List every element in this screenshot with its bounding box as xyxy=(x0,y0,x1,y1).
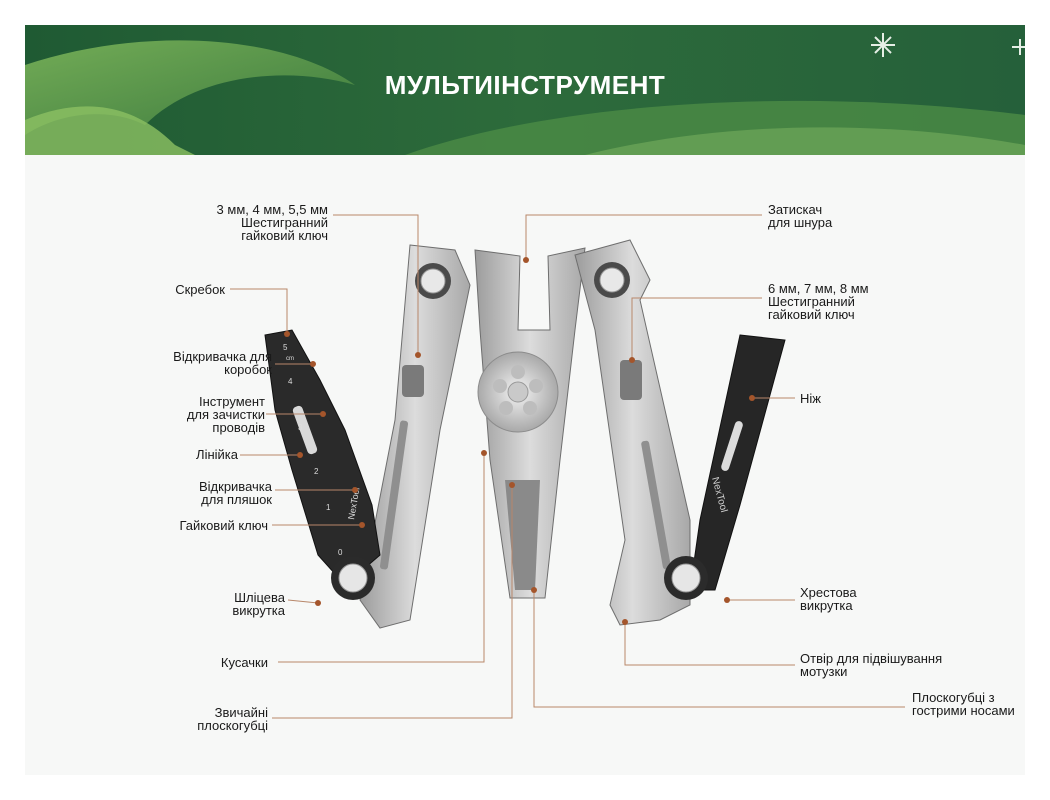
label-wire-cutters: Кусачки xyxy=(220,655,268,670)
ruler-mark: 2 xyxy=(314,467,319,476)
ruler-mark: 3 xyxy=(298,423,303,432)
label-scraper: Скребок xyxy=(175,282,225,297)
ruler-mark: 5 xyxy=(283,343,288,352)
ruler-unit: cm xyxy=(286,356,294,362)
ruler-mark: 1 xyxy=(326,503,331,512)
ruler-arm: 5 4 3 2 1 0 cm NexTool xyxy=(264,329,381,586)
label-lanyard-hole: Отвір для підвішування мотузки xyxy=(800,651,943,679)
label-hex-wrench-small: 3 мм, 4 мм, 5,5 мм Шестигранний гайковий… xyxy=(216,202,328,243)
label-box-opener: Відкривачка для коробок xyxy=(173,349,272,377)
label-bottle-opener: Відкривачка для пляшок xyxy=(198,479,272,507)
label-hex-wrench-large: 6 мм, 7 мм, 8 мм Шестигранний гайковий к… xyxy=(768,281,869,322)
label-wrench: Гайковий ключ xyxy=(179,518,268,533)
pivot-screws xyxy=(331,262,708,600)
label-regular-pliers: Звичайні плоскогубці xyxy=(197,705,268,733)
ruler-mark: 4 xyxy=(288,377,293,386)
knife-blade: NexTool xyxy=(689,334,786,591)
label-wire-stripper: Інструмент для зачистки проводів xyxy=(186,394,265,435)
page-title: МУЛЬТИІНСТРУМЕНТ xyxy=(384,70,666,100)
right-handle xyxy=(574,239,691,626)
label-ruler: Лінійка xyxy=(196,447,238,462)
leader-dots xyxy=(284,257,755,625)
snowflake-icon xyxy=(871,33,895,57)
label-needle-nose-pliers: Плоскогубці з гострими носами xyxy=(912,690,1015,718)
label-cord-clamp: Затискач для шнура xyxy=(768,202,833,230)
label-slot-screwdriver: Шліцева викрутка xyxy=(232,590,285,618)
left-handle xyxy=(359,244,471,629)
banner-background xyxy=(25,25,1025,155)
label-knife: Ніж xyxy=(800,391,821,406)
header-banner xyxy=(25,25,1025,155)
snowflake-icon xyxy=(1012,39,1025,55)
ruler-mark: 0 xyxy=(338,548,343,557)
label-phillips-screwdriver: Хрестова викрутка xyxy=(800,585,857,613)
leader-lines xyxy=(230,214,905,719)
pliers-body xyxy=(474,247,586,599)
